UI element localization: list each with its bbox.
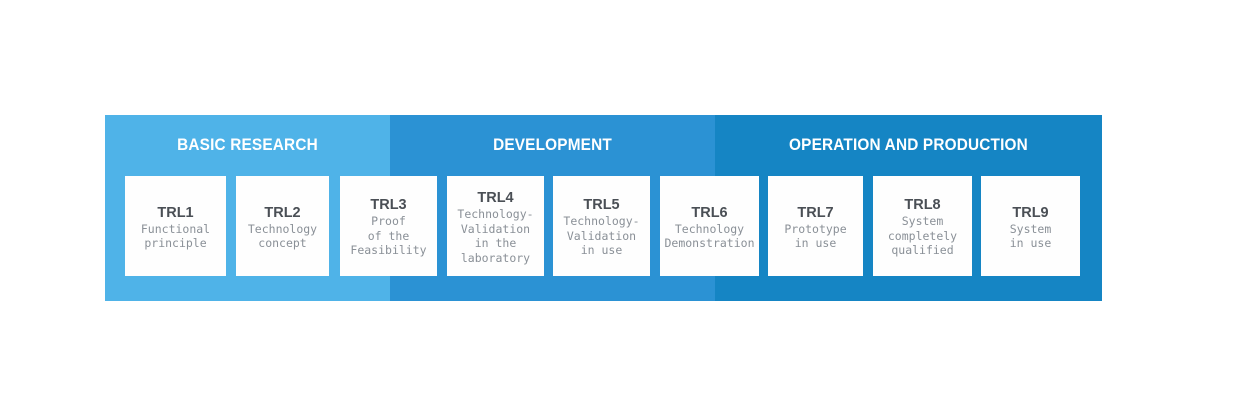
trl-card-title: TRL4 [477, 190, 514, 206]
phase-headings: BASIC RESEARCH DEVELOPMENT OPERATION AND… [105, 131, 1102, 159]
trl-card-description: Technology- Validation in the laboratory [457, 207, 534, 265]
trl-card-title: TRL8 [904, 197, 941, 214]
trl-card-description: Technology Demonstration [664, 221, 755, 251]
trl-card-description: Technology concept [247, 221, 318, 251]
trl-card-title: TRL6 [691, 204, 728, 221]
trl-card-description: System completely qualified [887, 214, 958, 258]
trl-card-title: TRL7 [797, 204, 834, 221]
trl-card-title: TRL2 [264, 204, 301, 221]
trl-card-trl5: TRL5 Technology- Validation in use [553, 176, 650, 276]
phase-heading-operation-and-production: OPERATION AND PRODUCTION [789, 136, 1028, 154]
trl-card-description: Prototype in use [784, 221, 847, 251]
trl-card-description: Technology- Validation in use [563, 214, 640, 258]
trl-card-trl4: TRL4 Technology- Validation in the labor… [447, 176, 544, 276]
trl-card-trl2: TRL2 Technology concept [236, 176, 329, 276]
phase-heading-development: DEVELOPMENT [493, 136, 612, 154]
trl-card-trl8: TRL8 System completely qualified [873, 176, 972, 276]
phase-heading-basic-research: BASIC RESEARCH [177, 136, 318, 154]
trl-card-title: TRL5 [583, 197, 620, 214]
trl-card-trl6: TRL6 Technology Demonstration [660, 176, 759, 276]
trl-card-title: TRL3 [370, 197, 407, 214]
trl-card-description: System in use [1009, 221, 1052, 251]
trl-card-trl1: TRL1 Functional principle [125, 176, 226, 276]
trl-card-trl3: TRL3 Proof of the Feasibility [340, 176, 437, 276]
trl-card-trl9: TRL9 System in use [981, 176, 1080, 276]
trl-card-title: TRL1 [157, 204, 194, 221]
trl-card-trl7: TRL7 Prototype in use [768, 176, 863, 276]
trl-card-description: Proof of the Feasibility [350, 214, 427, 258]
trl-card-title: TRL9 [1012, 204, 1049, 221]
trl-card-description: Functional principle [140, 221, 211, 251]
